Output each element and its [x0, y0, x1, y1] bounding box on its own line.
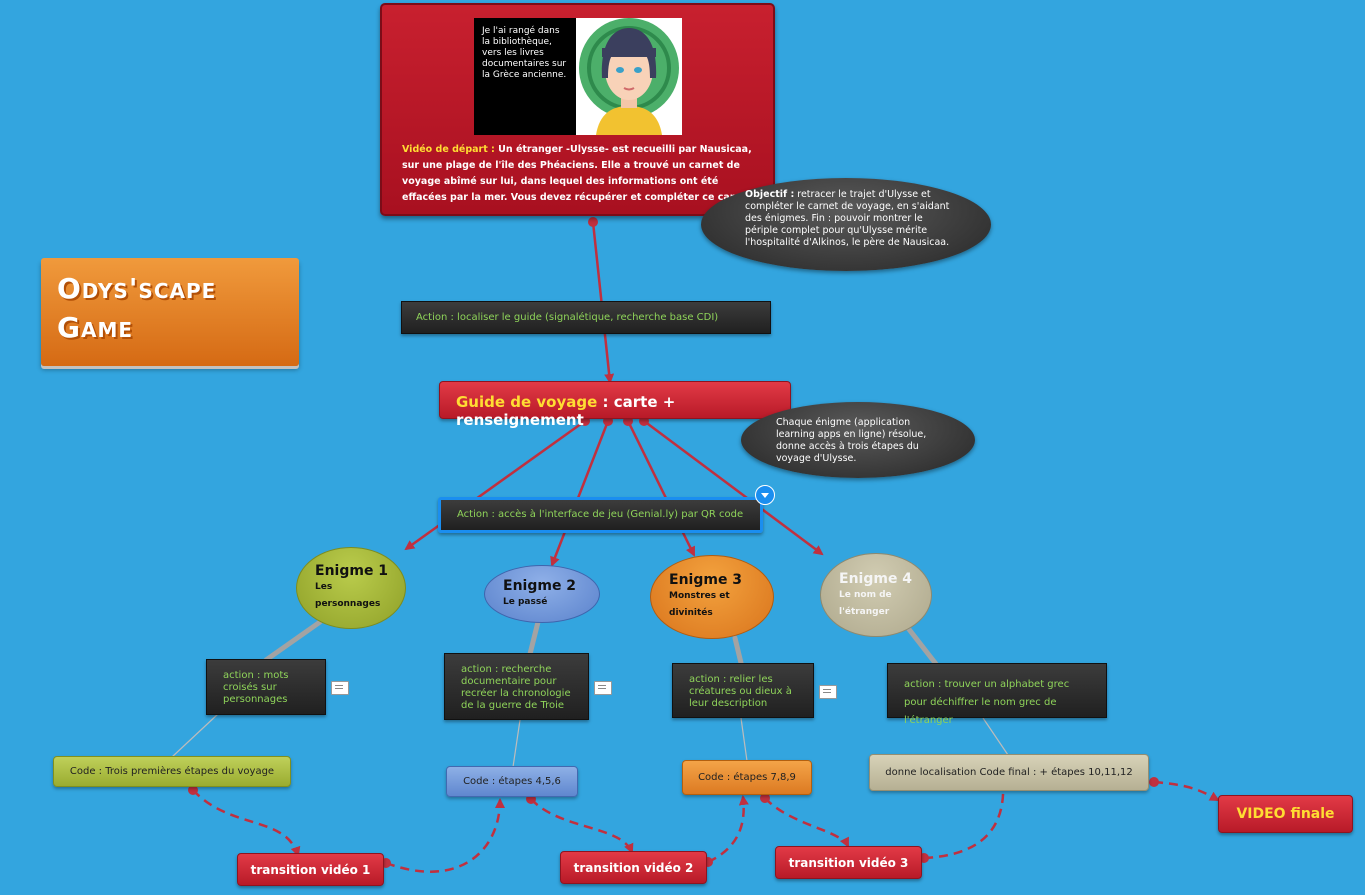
enigma-note-bubble[interactable]: Chaque énigme (application learning apps…	[741, 402, 975, 478]
video-thumbnail[interactable]: Je l'ai rangé dans la bibliothèque, vers…	[474, 18, 682, 135]
enigma-2-code[interactable]: Code : étapes 4,5,6	[446, 766, 578, 797]
enigma-4-title: Enigme 4	[839, 571, 913, 587]
transition-video-1[interactable]: transition vidéo 1	[237, 853, 384, 886]
start-video-label: Vidéo de départ :	[402, 144, 495, 155]
note-icon[interactable]	[331, 681, 349, 695]
action-locate-guide[interactable]: Action : localiser le guide (signalétiqu…	[401, 301, 771, 334]
game-title: Odys'scape Game	[41, 258, 299, 366]
game-title-line1: Odys'scape	[57, 272, 217, 305]
action-game-interface[interactable]: Action : accès à l'interface de jeu (Gen…	[438, 497, 763, 533]
nausicaa-illustration	[576, 18, 682, 135]
enigma-3-subtitle: Monstres et divinités	[669, 591, 730, 618]
enigma-1-subtitle: Les personnages	[315, 582, 381, 609]
start-video-text: Un étranger -Ulysse- est recueilli par N…	[402, 144, 756, 203]
collapse-toggle[interactable]	[755, 485, 775, 505]
chevron-down-icon	[761, 493, 769, 498]
objective-bubble[interactable]: Objectif : retracer le trajet d'Ulysse e…	[701, 178, 991, 271]
enigma-3[interactable]: Enigme 3 Monstres et divinités	[650, 555, 774, 639]
enigma-3-code[interactable]: Code : étapes 7,8,9	[682, 760, 812, 795]
enigma-4[interactable]: Enigme 4 Le nom de l'étranger	[820, 553, 932, 637]
enigma-4-code[interactable]: donne localisation Code final : + étapes…	[869, 754, 1149, 791]
enigma-3-action[interactable]: action : relier les créatures ou dieux à…	[672, 663, 814, 718]
enigma-1[interactable]: Enigme 1 Les personnages	[296, 547, 406, 629]
enigma-2-action[interactable]: action : recherche documentaire pour rec…	[444, 653, 589, 720]
enigma-1-title: Enigme 1	[315, 563, 389, 579]
note-icon[interactable]	[594, 681, 612, 695]
guide-highlight: Guide de voyage	[456, 393, 598, 411]
enigma-1-code[interactable]: Code : Trois premières étapes du voyage	[53, 756, 291, 787]
enigma-1-action[interactable]: action : mots croisés sur personnages	[206, 659, 326, 715]
guide-node[interactable]: Guide de voyage : carte + renseignement	[439, 381, 791, 429]
start-video-panel[interactable]: Je l'ai rangé dans la bibliothèque, vers…	[380, 3, 775, 216]
enigma-2-subtitle: Le passé	[503, 597, 548, 607]
enigma-2-title: Enigme 2	[503, 578, 577, 594]
enigma-2[interactable]: Enigme 2 Le passé	[484, 565, 600, 623]
final-video[interactable]: VIDEO finale	[1218, 795, 1353, 833]
enigma-3-title: Enigme 3	[669, 572, 743, 588]
objective-text: retracer le trajet d'Ulysse et compléter…	[745, 189, 950, 248]
video-caption: Je l'ai rangé dans la bibliothèque, vers…	[482, 26, 567, 80]
start-video-description: Vidéo de départ : Un étranger -Ulysse- e…	[402, 142, 762, 206]
note-icon[interactable]	[819, 685, 837, 699]
transition-video-2[interactable]: transition vidéo 2	[560, 851, 707, 884]
guide-rest: : carte + renseignement	[456, 393, 676, 429]
objective-label: Objectif :	[745, 189, 795, 200]
game-title-line2: Game	[57, 311, 134, 344]
transition-video-3[interactable]: transition vidéo 3	[775, 846, 922, 879]
enigma-4-subtitle: Le nom de l'étranger	[839, 590, 892, 617]
enigma-4-action[interactable]: action : trouver un alphabet grec pour d…	[887, 663, 1107, 726]
